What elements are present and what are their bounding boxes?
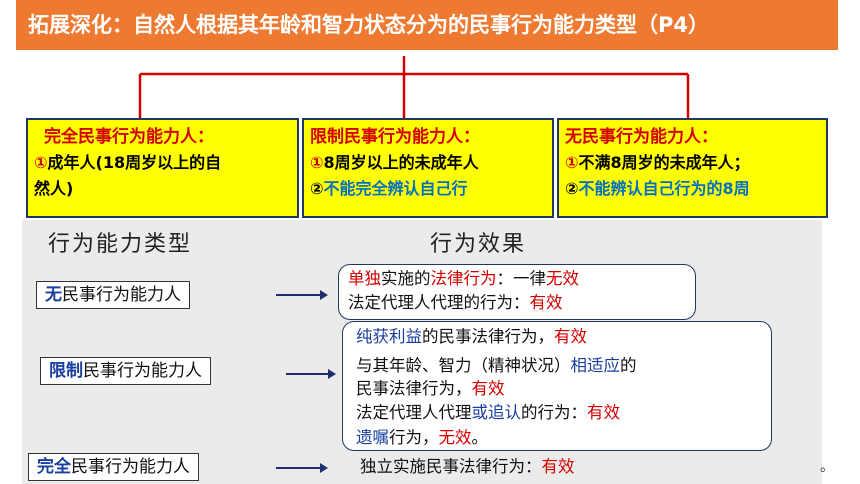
card-line-number: ①: [565, 153, 579, 172]
effect-text: 行为，: [389, 428, 439, 447]
effect-line: 法定代理人代理的行为：有效: [348, 291, 563, 315]
effect-box-limited-capacity: [342, 321, 772, 451]
card-line-number: ①: [34, 153, 48, 172]
category-label: 民事行为能力人: [62, 285, 181, 305]
card-line-text: 不满8周岁的未成年人；: [578, 153, 750, 172]
category-keyword: 无: [45, 285, 62, 305]
stray-mark: 。: [820, 459, 834, 475]
effect-text: 独立实施民事法律行为：: [360, 457, 542, 476]
header-capacity-type: 行为能力类型: [48, 232, 193, 257]
effect-box-no-capacity: [338, 264, 696, 320]
effect-result: 有效: [554, 327, 587, 346]
card-line-2: 然人): [34, 176, 291, 202]
effect-result: 无效: [438, 428, 472, 447]
effect-keyword: 法律行为: [430, 269, 497, 288]
category-label: 民事行为能力人: [83, 361, 202, 381]
effect-result: 无效: [546, 269, 579, 288]
category-full-capacity: 完全民事行为能力人: [28, 453, 199, 481]
tree-connector: [138, 56, 690, 118]
category-keyword: 限制: [49, 361, 83, 381]
arrow-right-icon: [286, 369, 336, 379]
card-line-2: ②不能辨认自己行为的8周: [565, 176, 820, 202]
effect-keyword: 或追认: [471, 403, 522, 422]
card-line-text: 不能完全辨认自己行: [323, 179, 468, 198]
effect-keyword: 纯获利益: [356, 327, 422, 346]
effect-line: 与其年龄、智力（精神状况）相适应的: [356, 354, 637, 378]
card-title: 完全民事行为能力人：: [44, 127, 214, 147]
header-legal-effect: 行为效果: [430, 232, 527, 257]
card-line-1: ①8周岁以上的未成年人: [310, 150, 546, 176]
card-line-number: ②: [565, 179, 579, 198]
effect-line: 单独实施的法律行为：一律无效: [348, 267, 579, 291]
effect-keyword: 相适应: [570, 356, 621, 375]
card-line-1: ①成年人(18周岁以上的自: [34, 150, 291, 176]
card-line-text: 8周岁以上的未成年人: [323, 153, 479, 172]
effect-text: 法定代理人代理的行为：: [348, 293, 530, 312]
card-title: 限制民事行为能力人：: [310, 127, 480, 147]
card-line-number: ①: [310, 153, 324, 172]
effect-line: 遗嘱行为，无效。: [356, 426, 488, 450]
card-line-text: 不能辨认自己行为的8周: [578, 179, 750, 198]
effect-keyword: 遗嘱: [356, 428, 389, 447]
card-title: 无民事行为能力人：: [565, 127, 718, 147]
arrow-right-icon: [276, 463, 328, 473]
effect-text: 法定代理人代理: [356, 403, 472, 422]
effect-text: 实施的: [381, 269, 431, 288]
effect-line: 纯获利益的民事法律行为，有效: [356, 325, 587, 349]
card-no-capacity: 无民事行为能力人： ①不满8周岁的未成年人； ②不能辨认自己行为的8周: [557, 118, 828, 218]
card-full-capacity: 完全民事行为能力人： ①成年人(18周岁以上的自 然人): [26, 118, 299, 218]
effect-text: 民事法律行为，: [356, 379, 472, 398]
effect-result: 有效: [529, 293, 563, 312]
category-limited-capacity: 限制民事行为能力人: [40, 357, 211, 385]
arrow-right-icon: [276, 290, 328, 300]
card-line-1: ①不满8周岁的未成年人；: [565, 150, 820, 176]
card-line-2: ②不能完全辨认自己行: [310, 176, 546, 202]
effect-text: 的民事法律行为，: [422, 327, 554, 346]
effect-keyword: 单独: [348, 269, 381, 288]
card-line-text: 然人): [34, 179, 74, 198]
effect-result: 有效: [541, 457, 575, 476]
effect-line: 法定代理人代理或追认的行为：有效: [356, 401, 620, 425]
effect-text: 与其年龄、智力（精神状况）: [356, 356, 571, 375]
effect-text: ：一律: [496, 269, 547, 288]
effect-text: 的: [620, 356, 637, 375]
effect-text: 的行为：: [521, 403, 587, 422]
page-title-banner: 拓展深化：自然人根据其年龄和智力状态分为的民事行为能力类型（P4）: [16, 0, 838, 50]
effect-line: 民事法律行为，有效: [356, 377, 505, 401]
page-title: 拓展深化：自然人根据其年龄和智力状态分为的民事行为能力类型（P4）: [28, 13, 710, 37]
effect-result: 有效: [587, 403, 620, 422]
effect-text: 。: [471, 428, 489, 447]
card-line-number: ②: [310, 179, 324, 198]
category-keyword: 完全: [37, 457, 71, 477]
category-no-capacity: 无民事行为能力人: [36, 281, 190, 309]
category-label: 民事行为能力人: [71, 457, 190, 477]
effect-line: 独立实施民事法律行为：有效: [360, 455, 575, 479]
card-limited-capacity: 限制民事行为能力人： ①8周岁以上的未成年人 ②不能完全辨认自己行: [302, 118, 554, 218]
effect-result: 有效: [471, 379, 505, 398]
card-line-text: 成年人(18周岁以上的自: [47, 153, 222, 172]
